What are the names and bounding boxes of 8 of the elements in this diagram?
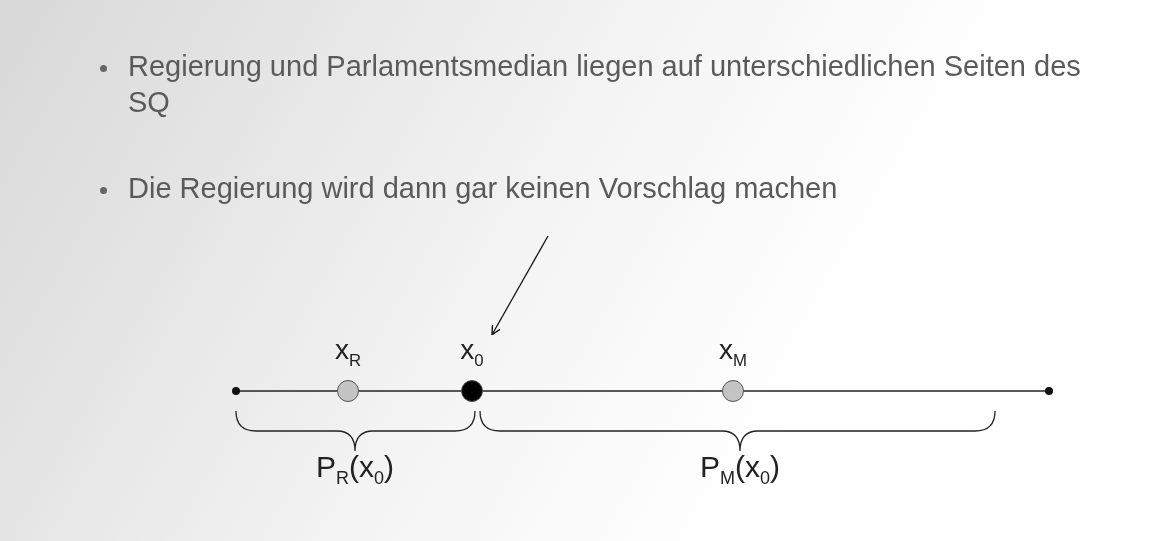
function-label: P$_{R}$(x$_{0}$) (315, 450, 395, 489)
point-label: x$_{R}$ (333, 334, 363, 371)
arrow (491, 235, 549, 336)
point-label: x$_{0}$ (459, 334, 485, 371)
function-label: P$_{M}$(x$_{0}$) (699, 450, 781, 489)
bullet-text: Regierung und Parlamentsmedian liegen auf unterschiedlichen Seiten des SQ (128, 49, 1082, 120)
point-label: x$_{M}$ (718, 334, 748, 371)
bullet-text: Die Regierung wird dann gar keinen Vorschlag machen (128, 171, 839, 206)
